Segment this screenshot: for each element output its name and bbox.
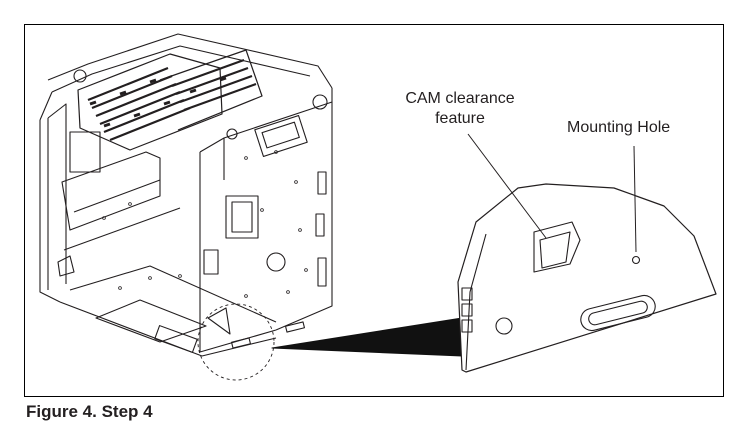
cam-clearance-label-line1: CAM clearance: [405, 90, 515, 107]
mounting-hole-label: Mounting Hole: [567, 119, 671, 136]
terminal-blocks: [77, 49, 263, 151]
cam-clearance-label-line2: feature: [435, 110, 485, 127]
cam-leader-line: [467, 133, 547, 239]
hole-leader-line: [633, 145, 637, 253]
figure-caption: Figure 4. Step 4: [26, 402, 153, 421]
zoom-detail: [457, 183, 717, 373]
cam-clearance-label: CAM clearance feature: [380, 89, 540, 129]
magnify-circle: [197, 303, 275, 381]
cassette-body: [39, 33, 333, 357]
projection-wedge: [271, 317, 463, 357]
